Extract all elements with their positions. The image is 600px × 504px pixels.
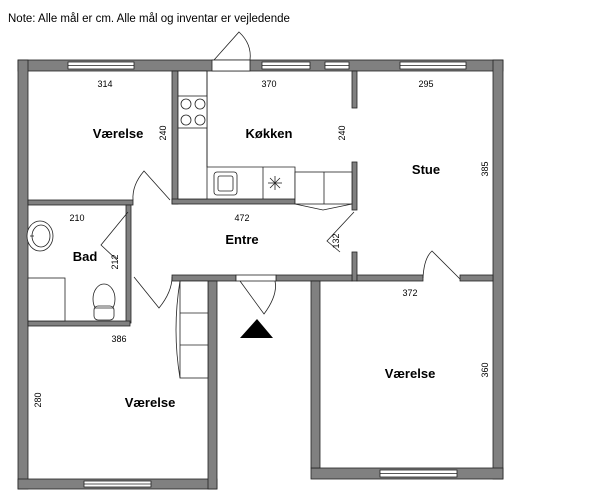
- doors: [100, 31, 461, 338]
- fan-icon: [268, 176, 282, 190]
- note-text: Note: Alle mål er cm. Alle mål og invent…: [8, 13, 290, 25]
- kitchen-counter: [177, 70, 208, 200]
- dimension-label: 386: [111, 334, 126, 344]
- wall-stue-bottom-right: [459, 274, 494, 282]
- wall-left: [17, 59, 29, 490]
- washbasin-icon: [26, 220, 54, 252]
- wall-stue-bottom-left: [356, 274, 424, 282]
- room-label: Værelse: [125, 395, 176, 410]
- dimension-label: 240: [337, 125, 347, 140]
- door-swing: [326, 211, 355, 253]
- dimension-label: 370: [261, 79, 276, 89]
- dimension-label: 385: [480, 161, 490, 176]
- wall-entre-bottom-left: [171, 274, 237, 282]
- door-swing: [239, 280, 276, 315]
- dimension-label: 295: [418, 79, 433, 89]
- wall-corridor-left: [207, 280, 218, 490]
- entrance-arrow-icon: [240, 319, 273, 338]
- stove-icon: [177, 95, 208, 129]
- wall-bath-right: [125, 204, 132, 324]
- dimension-label: 240: [158, 125, 168, 140]
- room-label: Køkken: [246, 126, 293, 141]
- labels: 314 Værelse 240 370 Køkken 240 295 Stue …: [33, 79, 490, 410]
- wall-right: [492, 59, 504, 480]
- front-door-frame: [235, 274, 277, 282]
- room-label: Værelse: [93, 126, 144, 141]
- windows: [67, 61, 467, 488]
- dimension-label: 132: [331, 233, 341, 248]
- dimension-label: 372: [402, 288, 417, 298]
- wall-kitchen-stue-top: [351, 70, 358, 109]
- toilet-icon: [92, 283, 116, 321]
- wall-kitchen-stue-bottom: [351, 161, 358, 211]
- wall-bedroom-bath: [27, 199, 134, 206]
- wardrobe-doors: [294, 203, 353, 211]
- room-label: Entre: [225, 232, 258, 247]
- fixtures: [26, 70, 353, 379]
- dimension-label: 280: [33, 392, 43, 407]
- dimension-label: 314: [97, 79, 112, 89]
- wall-bedroom-kitchen: [171, 70, 179, 205]
- room-label: Bad: [73, 249, 98, 264]
- dimension-label: 212: [110, 254, 120, 269]
- wall-entre-stue: [351, 251, 358, 282]
- wardrobe: [294, 171, 353, 205]
- room-label: Stue: [412, 162, 440, 177]
- door-frame: [211, 59, 251, 72]
- door-swing: [213, 31, 251, 61]
- wall-corridor-right: [310, 280, 321, 469]
- closet: [179, 280, 209, 379]
- dimension-label: 210: [69, 213, 84, 223]
- door-swing: [422, 250, 461, 280]
- closet-doors: [175, 280, 181, 379]
- wall-kitchen-bottom: [171, 198, 296, 205]
- shower: [27, 277, 66, 322]
- door-swing: [133, 276, 173, 309]
- room-label: Værelse: [385, 366, 436, 381]
- dimension-label: 472: [234, 213, 249, 223]
- door-swing: [100, 211, 129, 261]
- dimension-label: 360: [480, 362, 490, 377]
- wall-bath-bottom: [27, 320, 131, 327]
- wall-entre-bottom-mid: [275, 274, 353, 282]
- walls: [17, 59, 504, 490]
- door-swing: [132, 170, 171, 201]
